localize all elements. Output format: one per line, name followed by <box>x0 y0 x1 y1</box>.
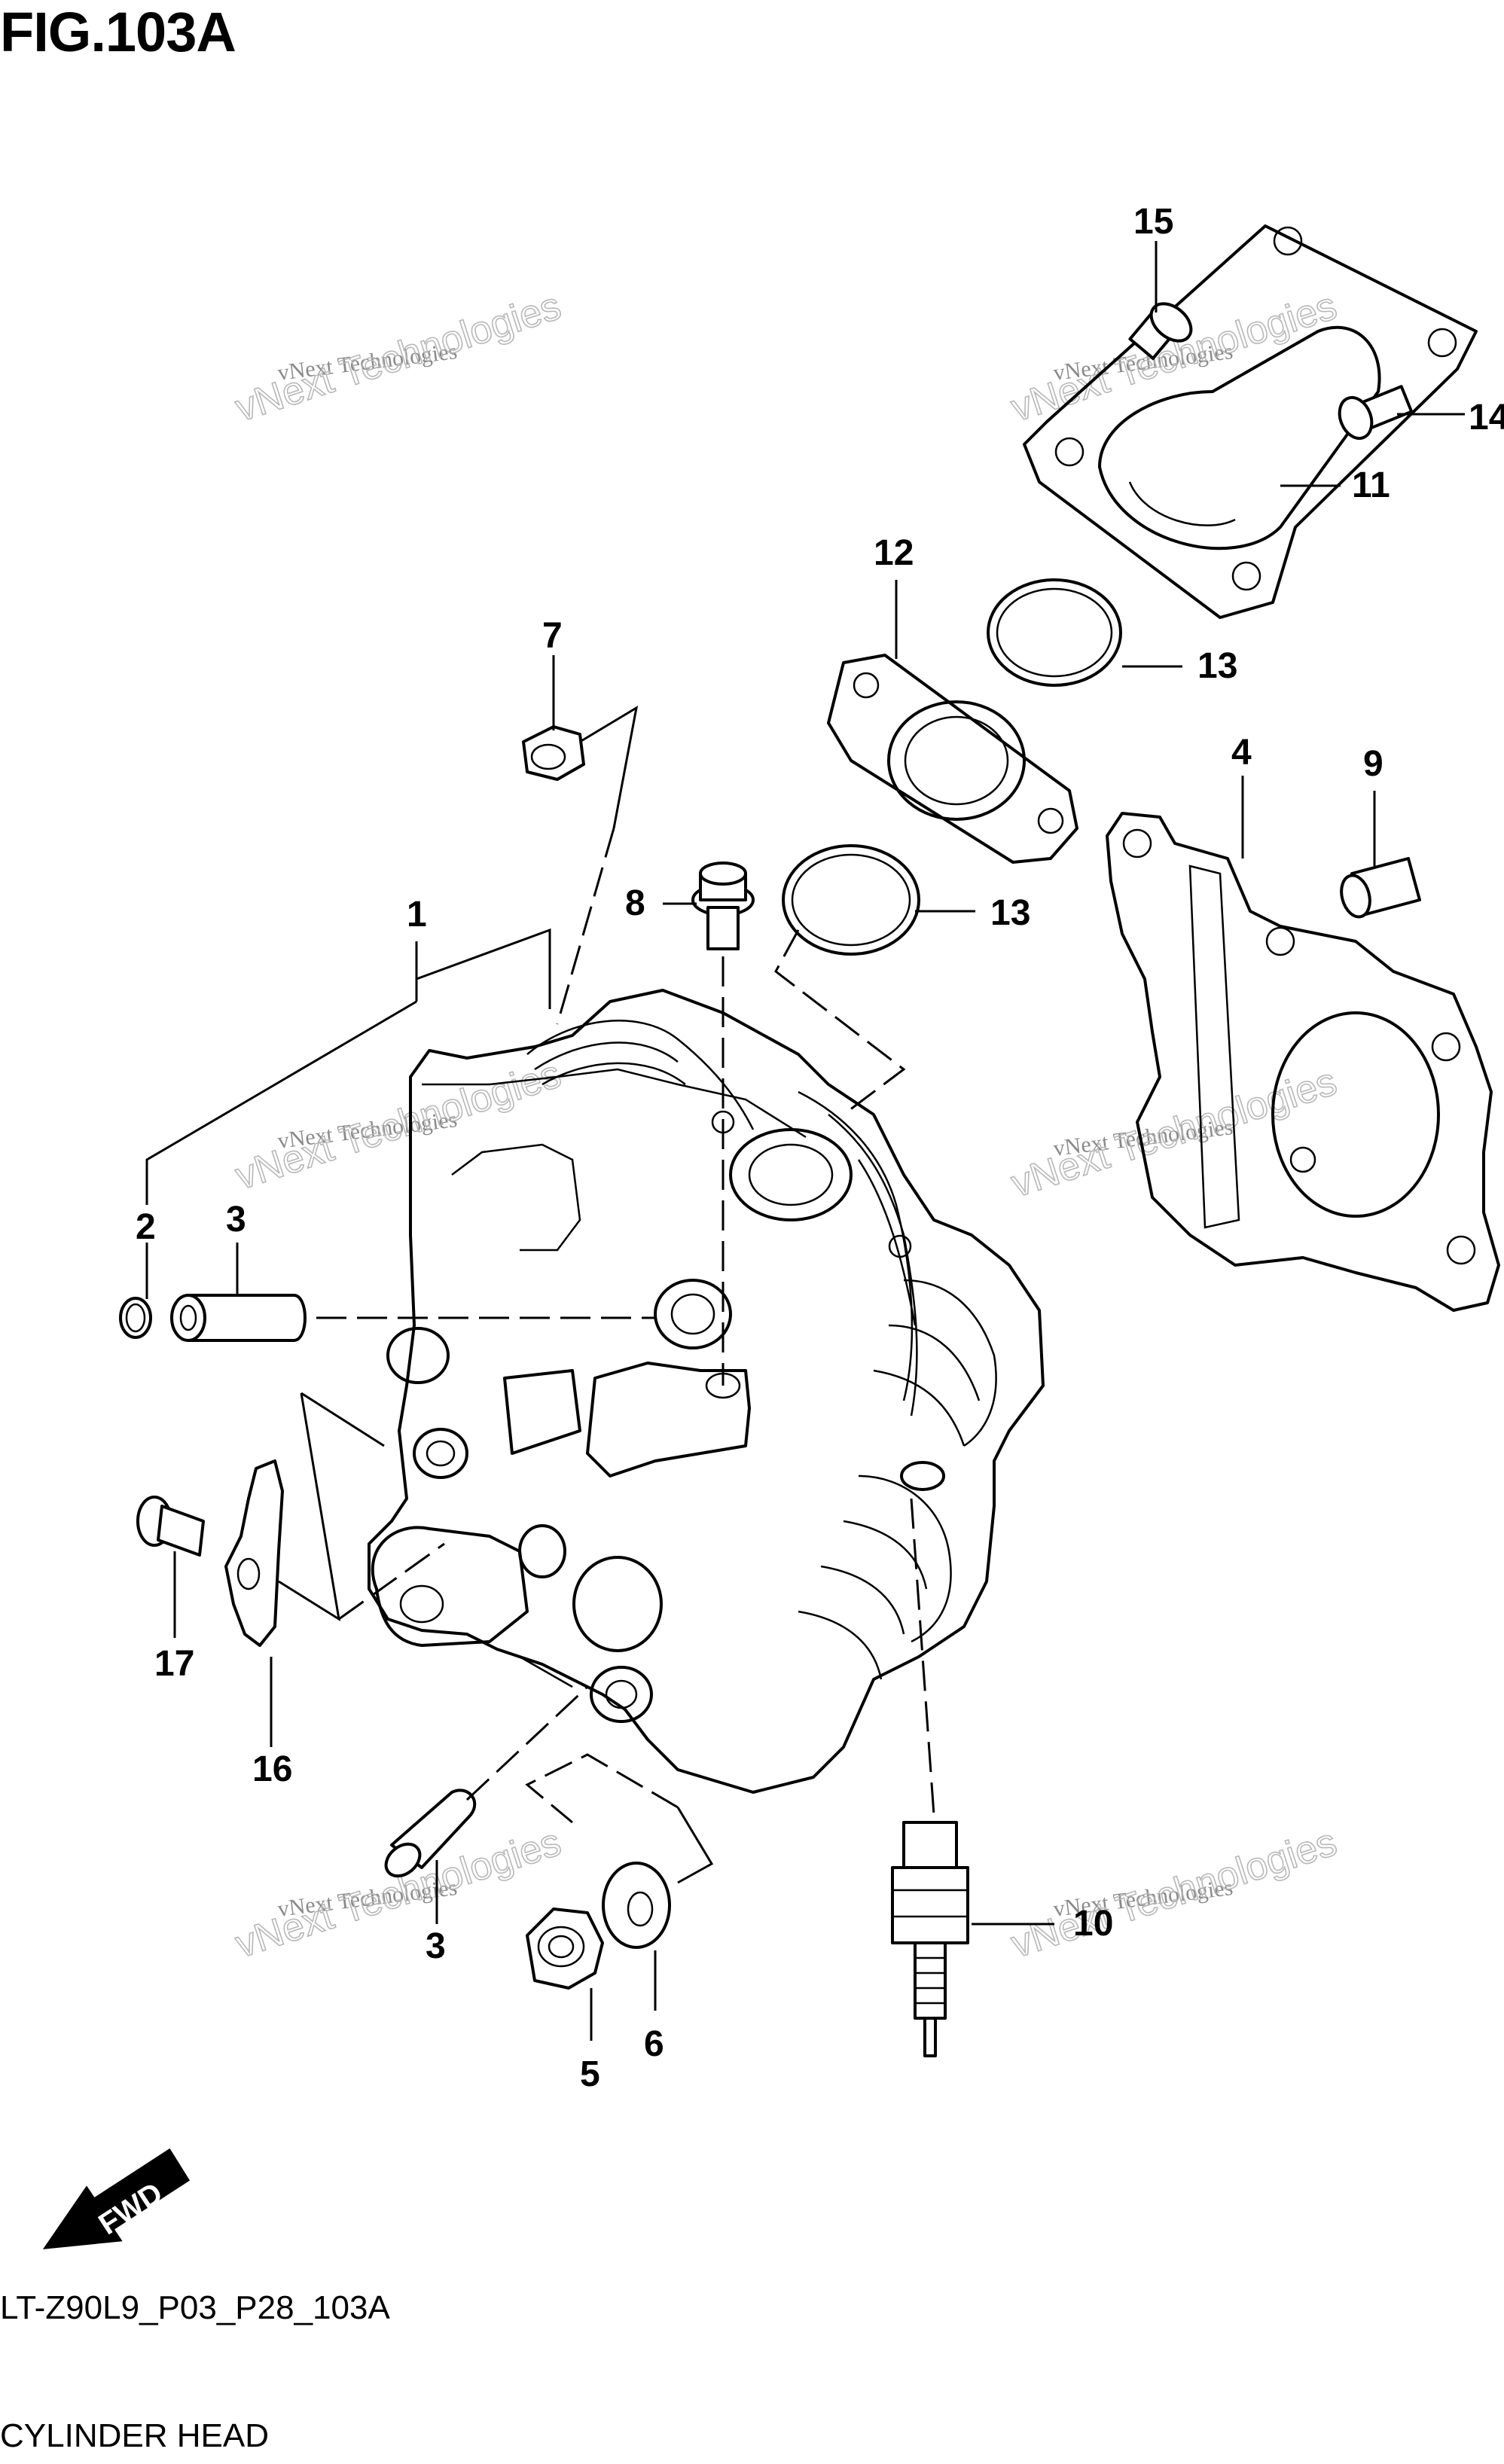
callout-4: 4 <box>1231 733 1252 773</box>
watermark-text: vNext Technologies <box>1006 1820 1342 1966</box>
part-3-pin <box>170 1294 307 1342</box>
callout-labels: 1 2 3 3 4 5 6 7 8 9 10 11 12 13 13 14 15… <box>136 202 1504 2094</box>
figure-subtitle: CYLINDER HEAD <box>0 2417 269 2454</box>
watermark-text: vNext Technologies <box>230 1052 566 1198</box>
callout-3: 3 <box>226 1200 246 1240</box>
part-13-o-ring-inner <box>791 853 911 947</box>
callout-12: 12 <box>874 533 914 573</box>
callout-7: 7 <box>542 616 563 656</box>
part-14-bolt <box>1338 385 1414 441</box>
callout-13: 13 <box>990 893 1030 933</box>
callout-3: 3 <box>426 1926 446 1966</box>
part-3-pin <box>384 1789 477 1878</box>
part-17-screw <box>136 1496 205 1557</box>
figure-code: LT-Z90L9_P03_P28_103A <box>0 2289 390 2326</box>
part-10-spark-plug <box>891 1821 969 2057</box>
part-15-bolt <box>1128 302 1193 360</box>
part-11-intake-pipe <box>1023 224 1478 619</box>
callout-13: 13 <box>1197 646 1237 686</box>
callout-17: 17 <box>154 1644 194 1684</box>
part-7-nut <box>522 725 585 781</box>
watermark-text: vNext Technologies <box>1006 1060 1342 1206</box>
callout-1: 1 <box>407 895 427 935</box>
callout-6: 6 <box>644 2024 664 2064</box>
part-9-dowel <box>1340 857 1421 919</box>
callout-10: 10 <box>1073 1904 1113 1944</box>
callout-11: 11 <box>1352 465 1390 505</box>
fwd-arrow: FWD <box>42 2148 191 2249</box>
part-13-o-ring <box>782 844 920 956</box>
callout-8: 8 <box>625 883 645 923</box>
leader-lines <box>145 241 1465 2041</box>
part-16-bracket <box>224 1459 284 1647</box>
part-13-o-ring-inner <box>996 587 1113 678</box>
part-1-cylinder-head <box>368 989 1045 1794</box>
callout-14: 14 <box>1469 398 1504 438</box>
part-8-bolt <box>691 861 755 950</box>
callout-5: 5 <box>580 2054 600 2094</box>
part-6-washer <box>602 1862 671 1949</box>
callout-9: 9 <box>1363 744 1383 784</box>
part-5-nut <box>526 1907 604 1990</box>
part-2-circlip <box>119 1297 152 1339</box>
figure-title: FIG.103A <box>0 1 236 63</box>
part-13-o-ring <box>987 578 1122 687</box>
callout-15: 15 <box>1133 202 1173 242</box>
callout-16: 16 <box>252 1749 292 1789</box>
part-12-insulator <box>827 654 1078 864</box>
part-4-gasket <box>1106 812 1500 1312</box>
callout-2: 2 <box>136 1207 156 1247</box>
watermark-text: vNext Technologies <box>230 284 566 430</box>
